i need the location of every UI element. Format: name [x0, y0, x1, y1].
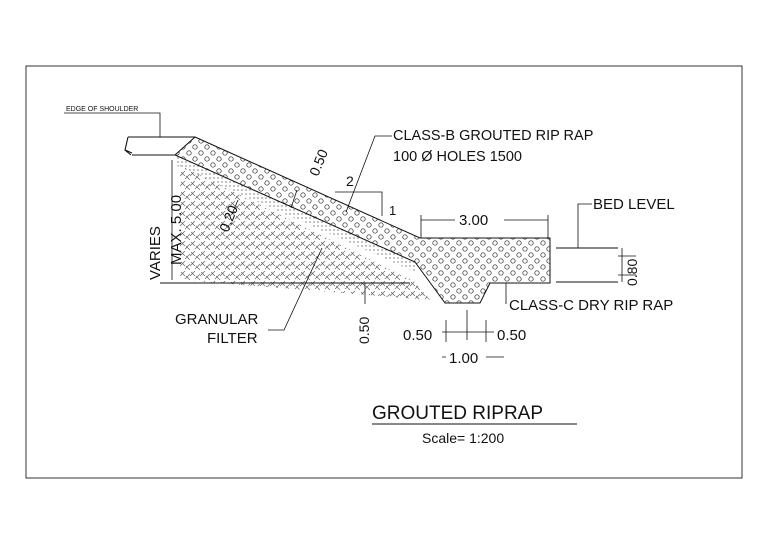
granular-filter-layer — [175, 155, 415, 272]
right-050-label: 0.50 — [497, 327, 526, 344]
holes-label: 100 Ø HOLES 1500 — [393, 149, 522, 165]
soil-hatch — [180, 165, 430, 300]
edge-of-shoulder-label: EDGE OF SHOULDER — [66, 106, 138, 113]
class-b-leader — [345, 135, 392, 213]
bed-level-leader — [577, 203, 592, 248]
grouted-riprap-layer — [174, 136, 551, 304]
bottom-100-label: 1.00 — [449, 350, 478, 367]
granular-label-1: GRANULAR — [175, 311, 259, 328]
granular-label-2: FILTER — [207, 330, 258, 347]
edge-leader — [64, 112, 161, 137]
slope-h-label: 2 — [346, 173, 354, 189]
width-300-dimline — [420, 215, 549, 238]
varies-label: VARIES — [147, 226, 164, 280]
shoulder-break — [124, 136, 133, 156]
drawing-scale: Scale= 1:200 — [422, 430, 504, 446]
granular-leader — [268, 247, 323, 331]
toe-050-label: 0.50 — [356, 317, 372, 344]
bed-level-label: BED LEVEL — [593, 196, 675, 213]
max-label: MAX. 5.00 — [168, 195, 185, 265]
width-300-label: 3.00 — [459, 212, 488, 229]
slope-triangle — [335, 191, 383, 216]
layer-020-dimline — [231, 199, 239, 215]
bottom-dimlines — [442, 310, 504, 358]
layer-050-dimline — [290, 189, 298, 209]
depth-080-label: 0.80 — [624, 259, 640, 286]
class-c-label: CLASS-C DRY RIP RAP — [509, 297, 673, 314]
drawing-title: GROUTED RIPRAP — [372, 403, 543, 424]
left-050-label: 0.50 — [403, 327, 432, 344]
class-b-label: CLASS-B GROUTED RIP RAP — [393, 128, 593, 144]
depth-080-dimline — [618, 248, 636, 282]
drawing-border — [25, 65, 743, 479]
slope-v-label: 1 — [389, 203, 396, 218]
bed-level-line — [556, 247, 618, 283]
layer-050-label: 0.50 — [306, 147, 331, 178]
